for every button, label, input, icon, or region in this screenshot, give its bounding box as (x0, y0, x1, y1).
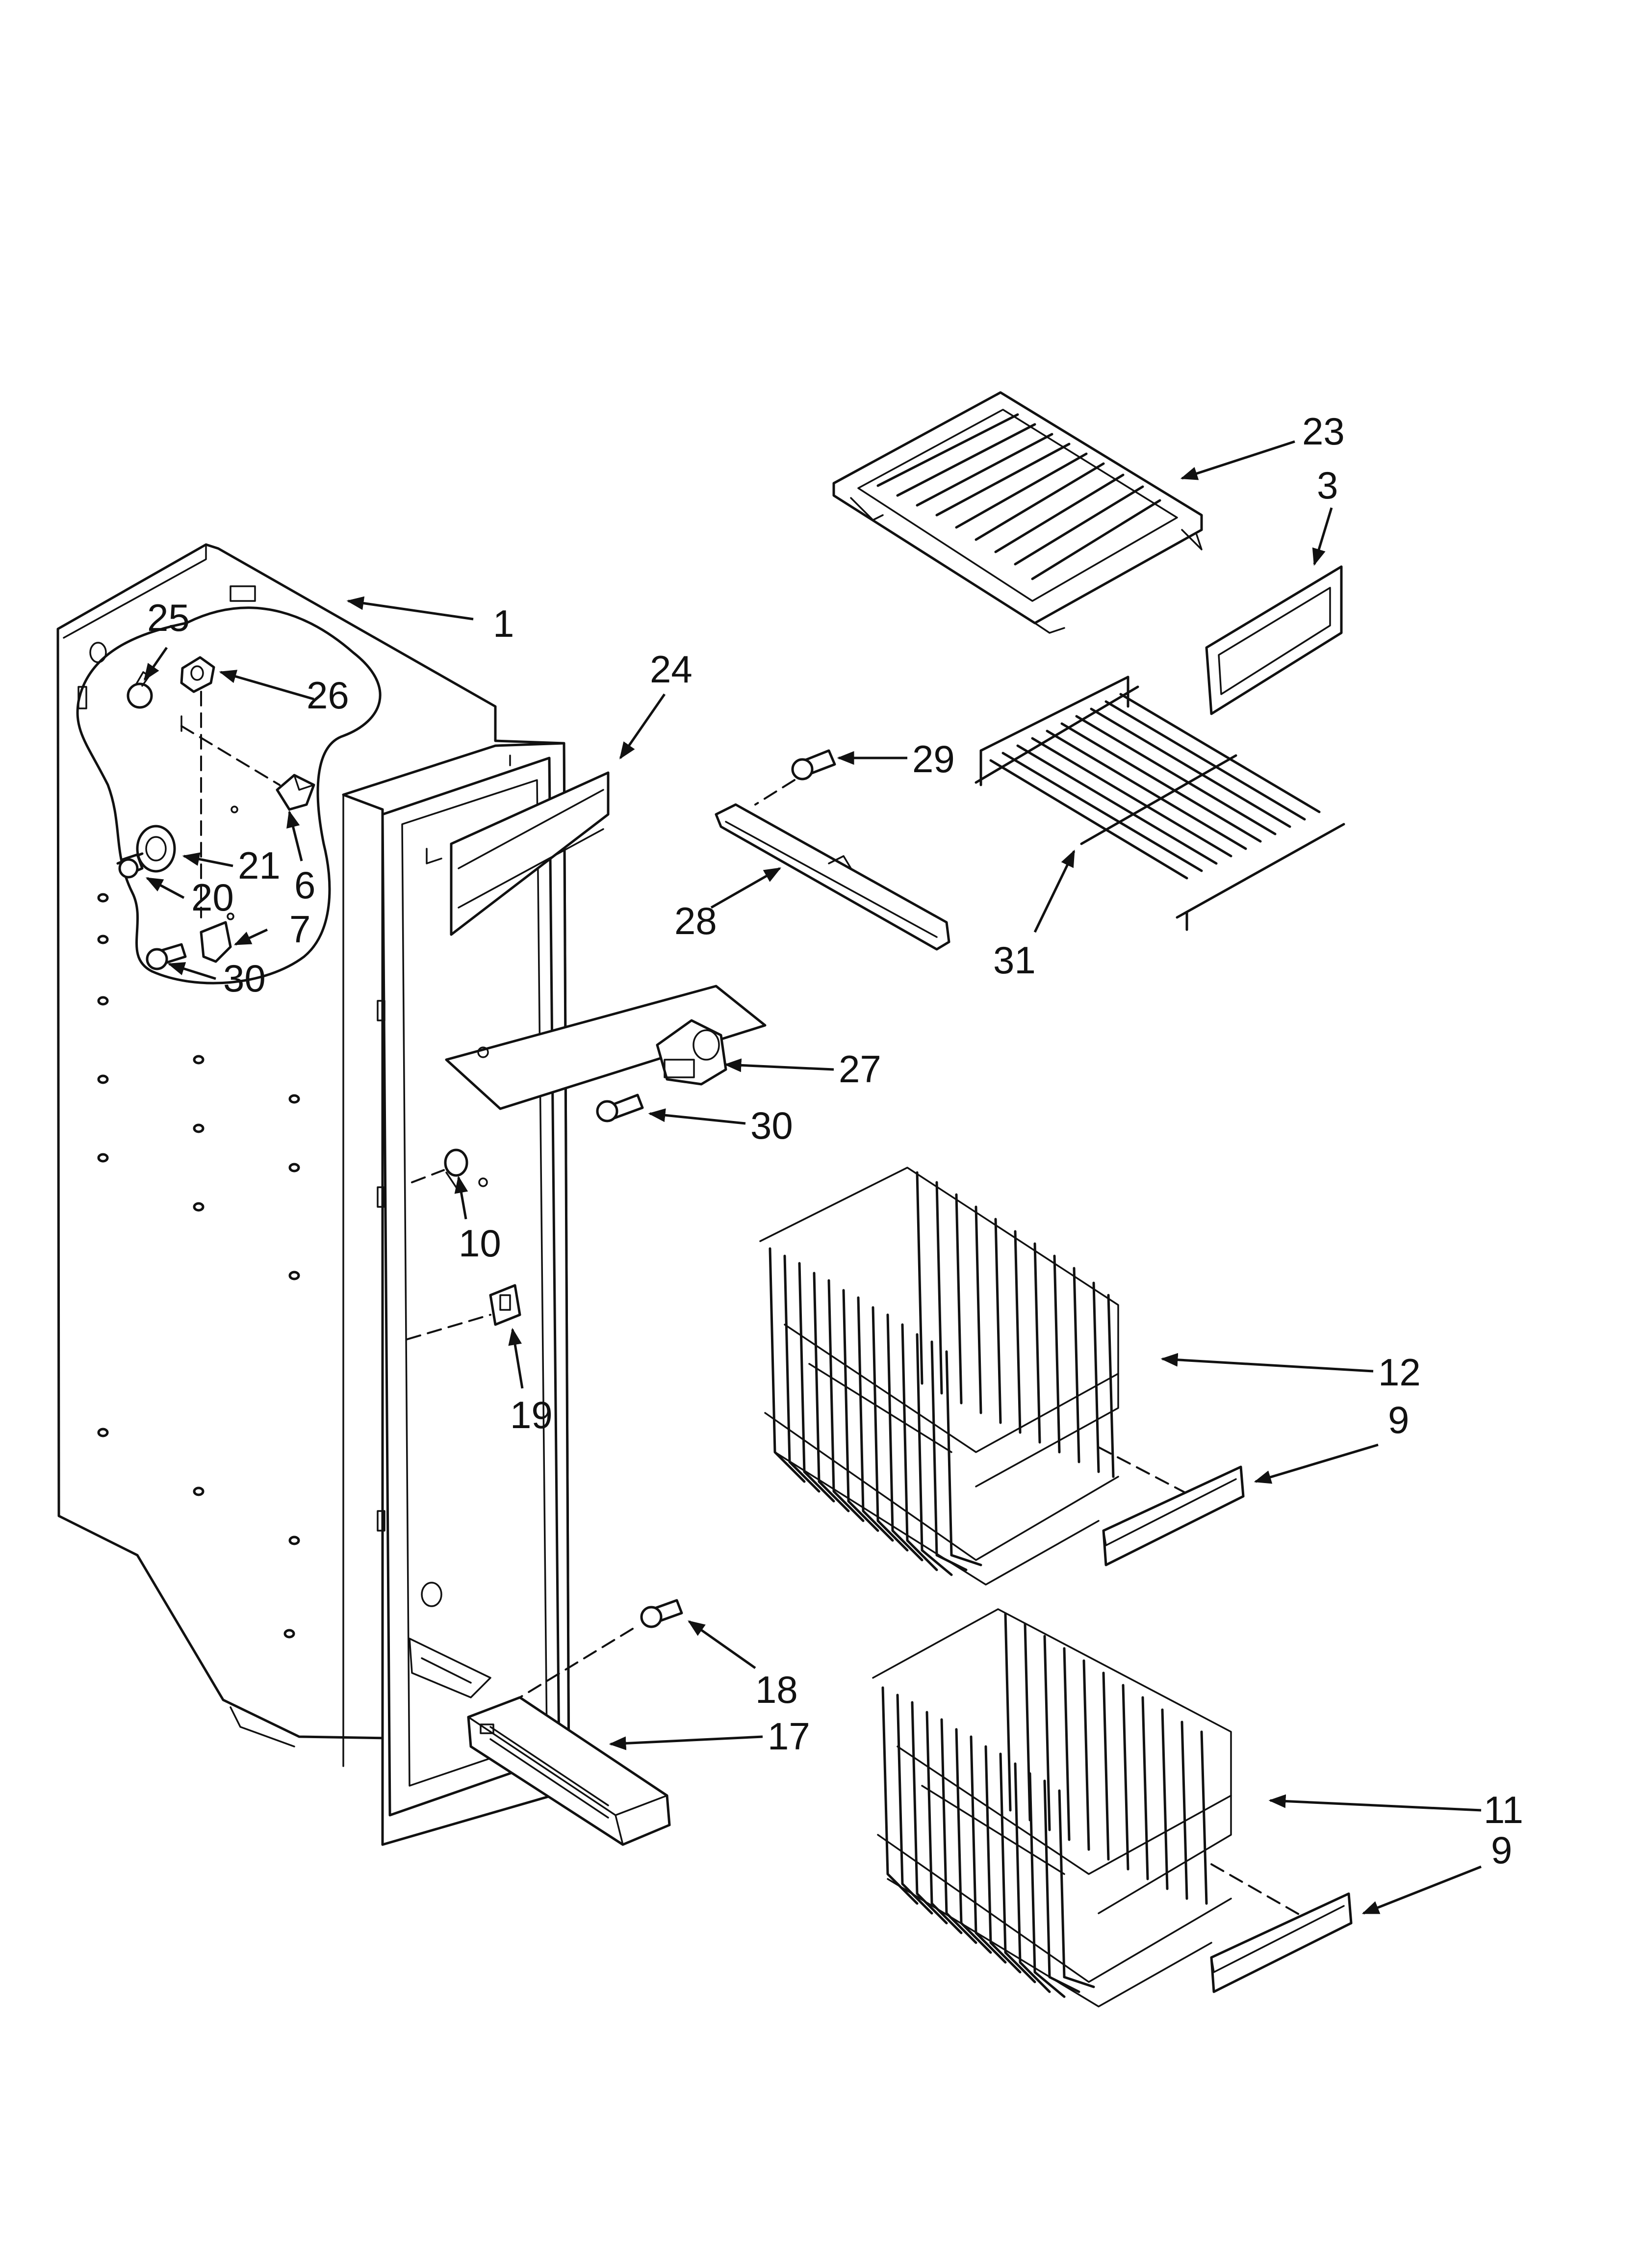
bracket-screw-part (791, 749, 836, 781)
wire-shelf-part (975, 676, 1345, 931)
heater-plate-part (445, 985, 767, 1110)
callout-17: 17 (768, 1715, 810, 1758)
callout-3: 3 (1317, 464, 1338, 507)
leader-lines (143, 440, 1482, 1915)
lower-basket-trim-part (1210, 1892, 1353, 1993)
callout-11: 11 (1484, 1788, 1523, 1831)
callout-27: 27 (839, 1047, 881, 1091)
cutaway-assembly-lines (180, 691, 281, 920)
callout-12: 12 (1378, 1351, 1421, 1394)
callout-28: 28 (674, 899, 717, 942)
callout-19: 19 (510, 1393, 553, 1436)
top-shelf-part (832, 391, 1203, 634)
callout-26: 26 (307, 674, 349, 717)
upper-basket-part (759, 1167, 1203, 1586)
callout-24: 24 (650, 648, 693, 691)
thermostat-screw-part (118, 853, 144, 879)
motor-screw-part (596, 1094, 644, 1122)
grille-screw-part (519, 1599, 683, 1698)
callout-30-motor: 30 (750, 1104, 793, 1147)
callout-10: 10 (459, 1222, 501, 1265)
light-bulb-part (127, 671, 153, 709)
callout-21: 21 (238, 844, 281, 887)
callout-20: 20 (191, 876, 234, 919)
callout-30-cutaway: 30 (223, 957, 266, 1000)
grille-part (467, 1696, 671, 1846)
cutaway-screw-part (146, 943, 187, 970)
upper-basket-trim-part (1102, 1465, 1245, 1566)
callout-31: 31 (993, 938, 1036, 982)
callout-9-upper: 9 (1388, 1398, 1410, 1441)
callout-23: 23 (1302, 410, 1345, 453)
callout-29: 29 (912, 737, 955, 781)
callout-6: 6 (294, 863, 316, 907)
freezer-liner-part (56, 543, 570, 1846)
callout-1: 1 (493, 602, 514, 645)
door-switch-part (406, 1284, 521, 1340)
duct-cover-part (450, 771, 610, 936)
shelf-bracket-part (715, 779, 950, 951)
lower-basket-part (872, 1608, 1315, 2007)
callout-9-lower: 9 (1491, 1828, 1513, 1872)
light-switch-bracket-part (276, 774, 315, 811)
callout-7: 7 (289, 908, 311, 951)
plug-button-part (411, 1148, 468, 1188)
callout-25: 25 (147, 596, 190, 639)
shelf-trim-part (1205, 565, 1343, 715)
callout-18: 18 (755, 1668, 798, 1711)
light-socket-part (180, 656, 215, 693)
control-bracket-part (200, 921, 232, 963)
